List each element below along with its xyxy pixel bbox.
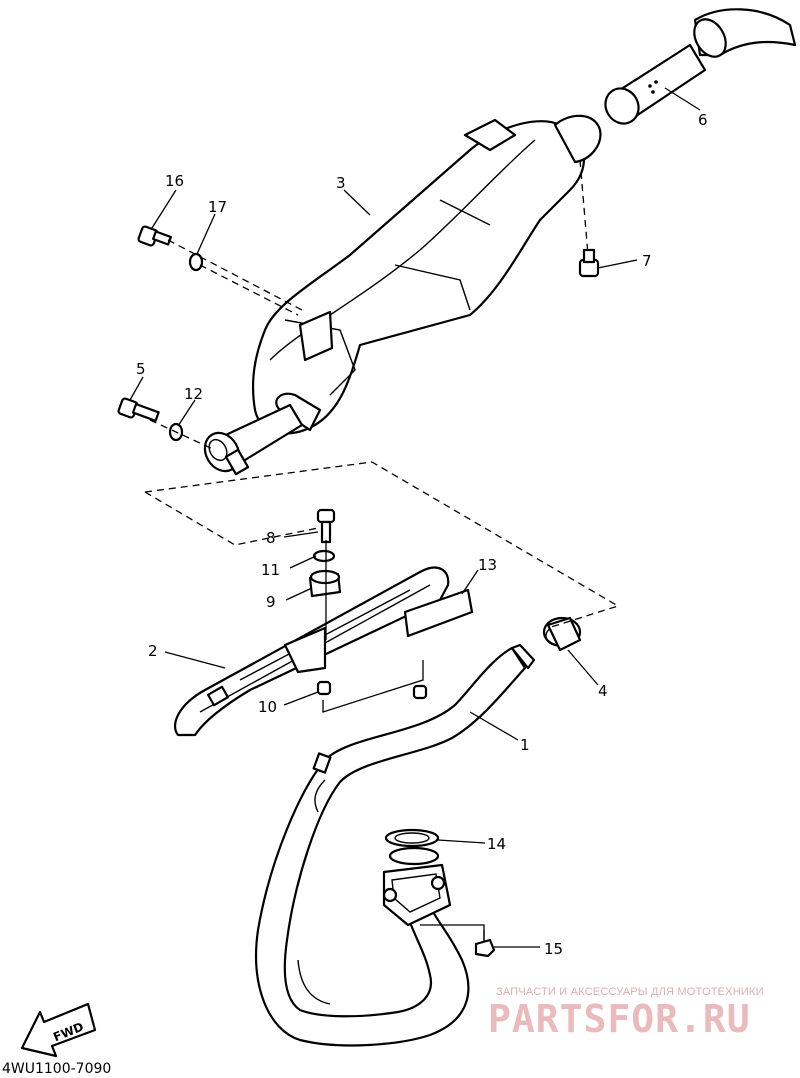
watermark: ЗАПЧАСТИ И АКСЕССУАРЫ ДЛЯ МОТОТЕХНИКИ PA… [488,986,764,1041]
callout-5: 5 [136,360,146,378]
callout-12: 12 [184,385,203,403]
callout-14: 14 [487,835,506,853]
muffler-tailpipe [203,403,304,476]
protector-fasteners [308,508,428,700]
callout-1: 1 [520,736,530,754]
muffler-gasket [542,616,582,652]
callout-10: 10 [258,698,277,716]
callout-labels: 16 17 3 7 6 5 12 8 11 9 13 2 10 4 1 14 1… [136,111,708,958]
callout-2: 2 [148,642,158,660]
heat-protector [173,566,474,737]
callout-4: 4 [598,682,608,700]
callout-7: 7 [642,252,652,270]
callout-13: 13 [478,556,497,574]
flange-nut [474,930,496,958]
callout-16: 16 [165,172,184,190]
callout-8: 8 [266,529,276,547]
watermark-brand: PARTSFOR.RU [488,997,751,1041]
callout-15: 15 [544,940,563,958]
muffler [251,114,602,435]
exhaust-flange [382,863,452,927]
exhaust-gasket [384,828,440,866]
callout-11: 11 [261,561,280,579]
callout-6: 6 [698,111,708,129]
exhaust-joint [604,8,797,125]
joint-bolt [578,248,600,278]
exhaust-pipe [255,643,536,1047]
callout-17: 17 [208,198,227,216]
callout-9: 9 [266,593,276,611]
muffler-bolts [117,225,204,442]
leader-lines [129,87,701,948]
drawing-code: 4WU1100-7090 [2,1061,111,1077]
fwd-direction-arrow: FWD [20,1002,97,1058]
watermark-tagline: ЗАПЧАСТИ И АКСЕССУАРЫ ДЛЯ МОТОТЕХНИКИ [496,986,764,998]
assembly-guide-lines [144,159,620,940]
callout-3: 3 [336,174,346,192]
